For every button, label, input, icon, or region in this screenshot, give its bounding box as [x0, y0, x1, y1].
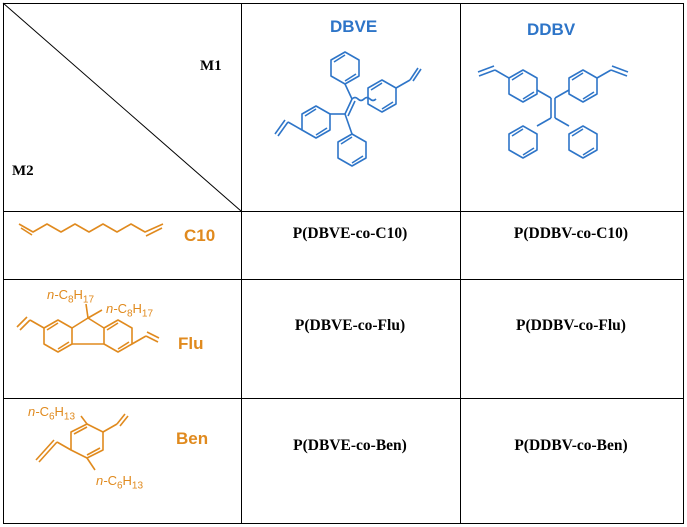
- table-row-divider: [3, 398, 683, 399]
- flu-label: Flu: [178, 334, 204, 353]
- product-dbve-c10: P(DBVE-co-C10): [292, 225, 408, 242]
- product-ddbv-ben: P(DDBV-co-Ben): [514, 437, 628, 454]
- ben-substituent-b: n-C6H13: [96, 473, 144, 492]
- product-ddbv-c10: P(DDBV-co-C10): [513, 225, 629, 242]
- product-ddbv-flu: P(DDBV-co-Flu): [516, 317, 626, 334]
- table-border-bottom: [3, 523, 683, 524]
- dbve-title: DBVE: [330, 17, 378, 36]
- table-border-right: [683, 3, 684, 524]
- ddbv-title: DDBV: [527, 20, 576, 39]
- header-diagonal: [2, 2, 242, 212]
- table-row-divider: [3, 211, 683, 212]
- m2-header-label: M2: [12, 163, 34, 179]
- product-dbve-flu: P(DBVE-co-Flu): [294, 317, 406, 334]
- dbve-structure: [274, 51, 422, 167]
- table-border-top: [3, 3, 683, 4]
- m1-header-label: M1: [200, 58, 222, 74]
- flu-structure: [16, 303, 160, 353]
- c10-structure: [18, 223, 164, 237]
- table-col-divider: [241, 3, 242, 524]
- ben-structure: [35, 413, 129, 471]
- table-border-left: [3, 3, 4, 524]
- ben-label: Ben: [176, 429, 209, 448]
- flu-substituent-a: n-C8H17: [47, 287, 95, 306]
- c10-label: C10: [184, 226, 216, 245]
- ben-substituent-a: n-C6H13: [28, 404, 76, 423]
- flu-substituent-b: n-C8H17: [106, 301, 154, 320]
- table-col-divider: [460, 3, 461, 524]
- ddbv-structure: [477, 65, 629, 159]
- table-row-divider: [3, 279, 683, 280]
- product-dbve-ben: P(DBVE-co-Ben): [293, 437, 407, 454]
